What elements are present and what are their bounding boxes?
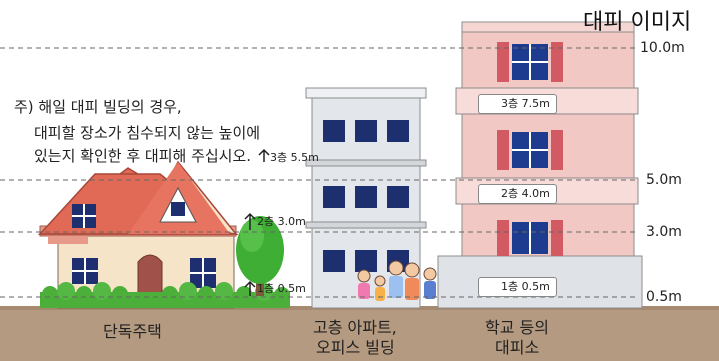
school-window-3f — [497, 42, 563, 82]
caption-school-line-1: 학교 등의 — [485, 318, 549, 337]
level-label-10m: 10.0m — [640, 40, 685, 56]
level-label-5m: 5.0m — [646, 172, 682, 188]
school-floor-3-tag: 3층 7.5m — [478, 94, 557, 114]
house-floor-2-tag: 2층 3.0m — [257, 215, 306, 228]
note-line-1: 주) 해일 대피 빌딩의 경우, — [14, 98, 182, 116]
people-group — [357, 260, 437, 301]
level-label-3m: 3.0m — [646, 224, 682, 240]
diagram-title: 대피 이미지 — [583, 10, 692, 35]
note-line-3: 있는지 확인한 후 대피해 주십시오. — [34, 147, 252, 165]
level-label-0-5m: 0.5m — [646, 289, 682, 305]
house-floor-3-tag: 3층 5.5m — [270, 151, 319, 164]
hedge — [40, 282, 290, 308]
caption-house: 단독주택 — [103, 322, 162, 341]
highrise-building — [305, 87, 427, 309]
ground — [0, 308, 719, 361]
school-floor-1-tag: 1층 0.5m — [478, 277, 557, 297]
school-window-2f — [497, 130, 563, 170]
tree — [236, 216, 284, 296]
level-lines — [0, 47, 636, 298]
house-floor-1-tag: 1층 0.5m — [257, 282, 306, 295]
caption-school-line-2: 대피소 — [495, 338, 540, 357]
school-building — [437, 21, 643, 309]
note-line-2: 대피할 장소가 침수되지 않는 높이에 — [34, 124, 261, 142]
caption-highrise-line-1: 고층 아파트, — [313, 318, 397, 337]
school-floor-2-tag: 2층 4.0m — [478, 184, 557, 204]
school-window-1f — [497, 220, 563, 256]
caption-highrise-line-2: 오피스 빌딩 — [316, 338, 395, 357]
